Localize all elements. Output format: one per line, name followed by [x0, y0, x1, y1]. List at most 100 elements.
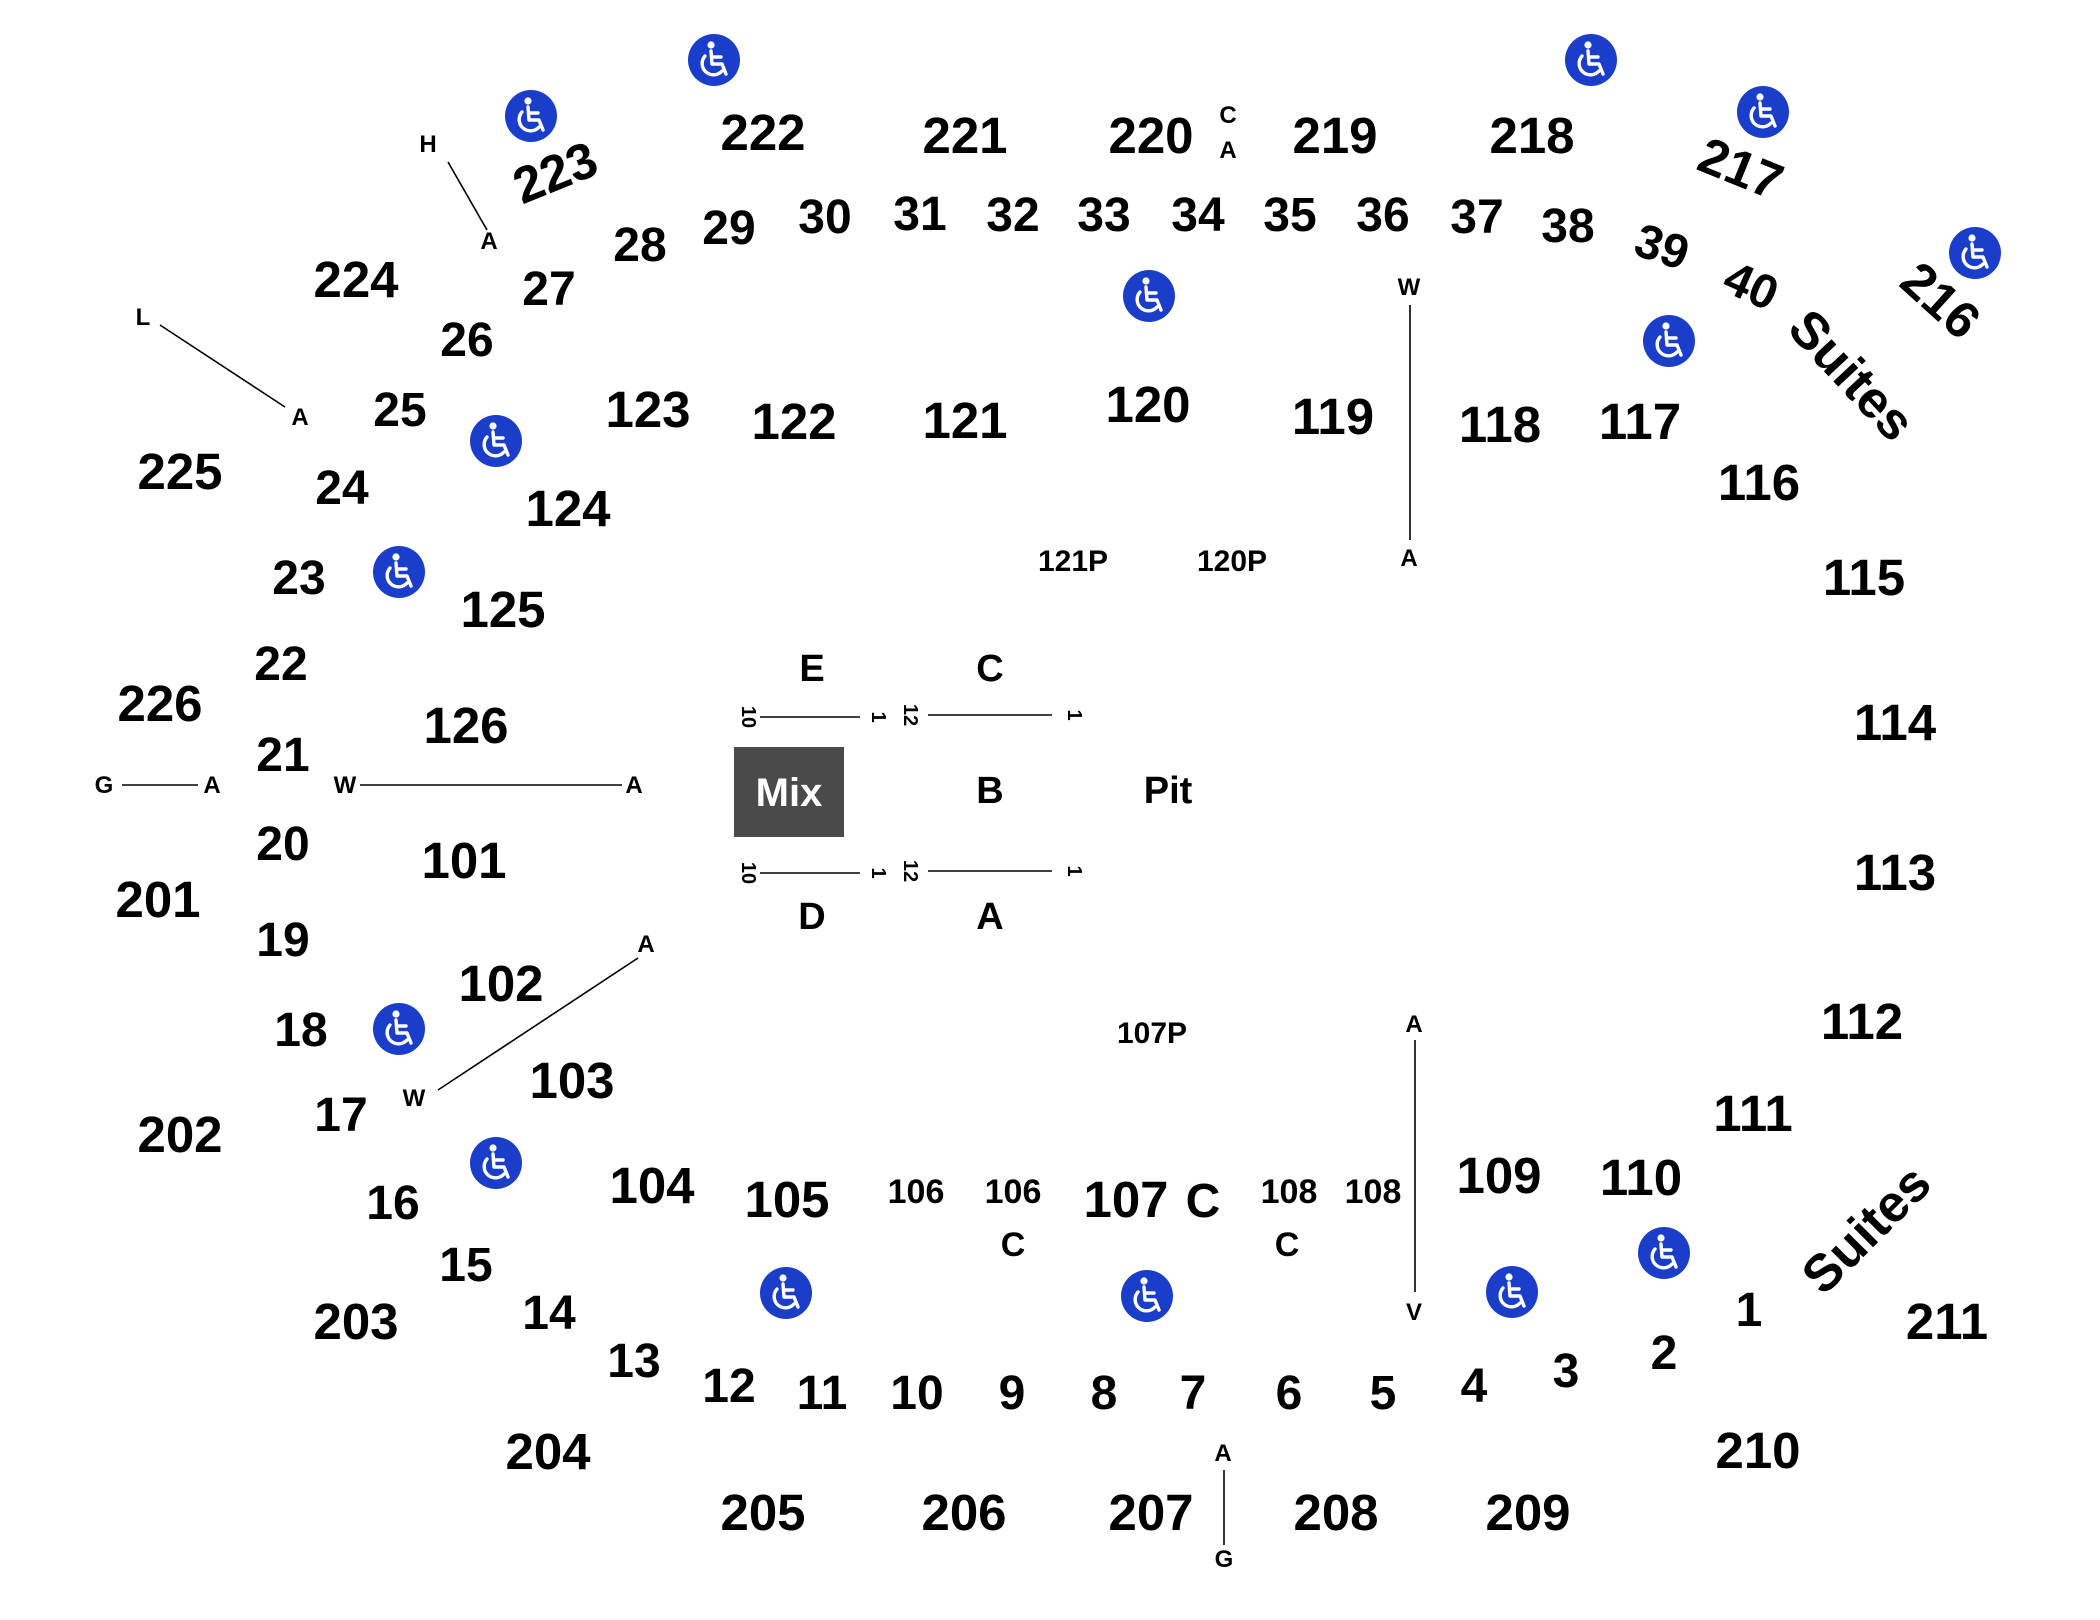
section-label[interactable]: 114 [1854, 694, 1937, 751]
row-label[interactable]: 6 [1276, 1367, 1303, 1420]
row-label[interactable]: 16 [366, 1177, 419, 1230]
row-label[interactable]: 11 [797, 1367, 848, 1420]
section-label[interactable]: 217 [1691, 126, 1791, 211]
row-label[interactable]: 8 [1091, 1367, 1118, 1420]
row-letter: V [1406, 1299, 1422, 1326]
section-label[interactable]: 116 [1718, 454, 1800, 511]
section-label[interactable]: 220 [1108, 107, 1193, 164]
section-label[interactable]: 205 [720, 1484, 805, 1541]
section-label[interactable]: 113 [1854, 844, 1936, 901]
section-label[interactable]: 124 [525, 480, 611, 537]
section-label[interactable]: 108 [1261, 1173, 1318, 1211]
row-label[interactable]: 18 [274, 1004, 327, 1057]
section-label[interactable]: 219 [1292, 107, 1377, 164]
section-label[interactable]: 209 [1485, 1484, 1570, 1541]
row-label[interactable]: 38 [1541, 200, 1594, 253]
section-label[interactable]: 107 [1083, 1171, 1168, 1228]
section-label[interactable]: 105 [744, 1171, 829, 1228]
section-label[interactable]: 221 [922, 107, 1007, 164]
section-label[interactable]: 106 [888, 1173, 945, 1211]
row-label[interactable]: 2 [1651, 1327, 1678, 1380]
section-label[interactable]: 112 [1821, 993, 1903, 1050]
row-label[interactable]: 24 [315, 462, 369, 515]
section-label[interactable]: 123 [605, 381, 690, 438]
section-label[interactable]: 108 [1345, 1173, 1402, 1211]
pit-section-label[interactable]: 120P [1197, 545, 1267, 578]
section-label[interactable]: 223 [505, 130, 605, 215]
section-label[interactable]: 126 [423, 697, 508, 754]
row-label[interactable]: 15 [439, 1239, 492, 1292]
row-label[interactable]: 34 [1171, 189, 1225, 242]
row-label[interactable]: 17 [314, 1089, 367, 1142]
row-label[interactable]: 33 [1077, 189, 1130, 242]
section-label[interactable]: 103 [529, 1052, 614, 1109]
section-label[interactable]: 218 [1489, 107, 1574, 164]
section-label[interactable]: 203 [313, 1293, 398, 1350]
row-label[interactable]: 19 [256, 914, 309, 967]
pit-section-label[interactable]: 121P [1038, 545, 1108, 578]
section-label[interactable]: 226 [117, 675, 202, 732]
row-label[interactable]: 40 [1716, 251, 1786, 321]
row-label[interactable]: 35 [1263, 189, 1316, 242]
floor-section-e[interactable]: E [799, 648, 824, 690]
row-label[interactable]: 39 [1628, 214, 1695, 281]
row-label[interactable]: 7 [1180, 1367, 1207, 1420]
floor-section-b[interactable]: B [976, 770, 1003, 812]
section-label[interactable]: 207 [1108, 1484, 1193, 1541]
row-label[interactable]: 29 [702, 202, 755, 255]
row-label[interactable]: 10 [890, 1367, 943, 1420]
row-label[interactable]: 23 [272, 552, 325, 605]
section-label[interactable]: 110 [1600, 1149, 1682, 1206]
section-label[interactable]: 102 [458, 955, 543, 1012]
section-label[interactable]: 125 [460, 581, 545, 638]
section-label[interactable]: 202 [137, 1106, 222, 1163]
row-label[interactable]: 36 [1356, 189, 1409, 242]
section-label[interactable]: 120 [1105, 376, 1190, 433]
section-label[interactable]: 106 [985, 1173, 1042, 1211]
section-label[interactable]: 210 [1715, 1422, 1800, 1479]
row-label[interactable]: 22 [254, 638, 307, 691]
section-label[interactable]: 101 [421, 832, 506, 889]
row-label[interactable]: 26 [440, 314, 493, 367]
row-label[interactable]: 32 [986, 189, 1039, 242]
row-label[interactable]: 4 [1461, 1360, 1488, 1413]
row-label[interactable]: 5 [1370, 1367, 1397, 1420]
row-label[interactable]: 14 [522, 1287, 576, 1340]
section-label[interactable]: 117 [1599, 393, 1681, 450]
row-label[interactable]: 37 [1450, 191, 1503, 244]
row-label[interactable]: 31 [893, 188, 946, 241]
floor-section-d[interactable]: D [798, 896, 825, 938]
wheelchair-icon [686, 32, 742, 88]
row-label[interactable]: 1 [1736, 1284, 1763, 1337]
row-label[interactable]: 21 [256, 729, 309, 782]
row-label[interactable]: 13 [607, 1335, 660, 1388]
section-label[interactable]: 121 [922, 392, 1007, 449]
section-label[interactable]: 206 [921, 1484, 1006, 1541]
row-label[interactable]: 28 [613, 219, 666, 272]
section-label[interactable]: 122 [751, 393, 836, 450]
row-label[interactable]: 12 [702, 1360, 755, 1413]
section-label[interactable]: 222 [720, 104, 805, 161]
section-label[interactable]: 211 [1906, 1293, 1988, 1350]
section-label[interactable]: 201 [115, 871, 200, 928]
section-label[interactable]: 111 [1713, 1085, 1792, 1142]
section-label[interactable]: 104 [609, 1157, 695, 1214]
section-label[interactable]: 115 [1823, 549, 1905, 606]
section-label[interactable]: 204 [505, 1423, 591, 1480]
row-label[interactable]: 3 [1553, 1345, 1580, 1398]
pit-section-label[interactable]: 107P [1117, 1017, 1187, 1050]
section-label[interactable]: 119 [1292, 388, 1374, 445]
row-label[interactable]: 20 [256, 818, 309, 871]
section-label[interactable]: 224 [313, 251, 399, 308]
row-label[interactable]: 30 [798, 191, 851, 244]
section-label[interactable]: 225 [137, 443, 222, 500]
row-label[interactable]: 9 [999, 1367, 1026, 1420]
section-label[interactable]: 208 [1293, 1484, 1378, 1541]
section-label[interactable]: 118 [1459, 396, 1541, 453]
row-label[interactable]: 25 [373, 384, 426, 437]
pit-label[interactable]: Pit [1144, 770, 1193, 812]
floor-section-c[interactable]: C [976, 648, 1003, 690]
section-label[interactable]: 109 [1456, 1147, 1541, 1204]
row-label[interactable]: 27 [522, 263, 575, 316]
floor-section-a[interactable]: A [976, 896, 1003, 938]
